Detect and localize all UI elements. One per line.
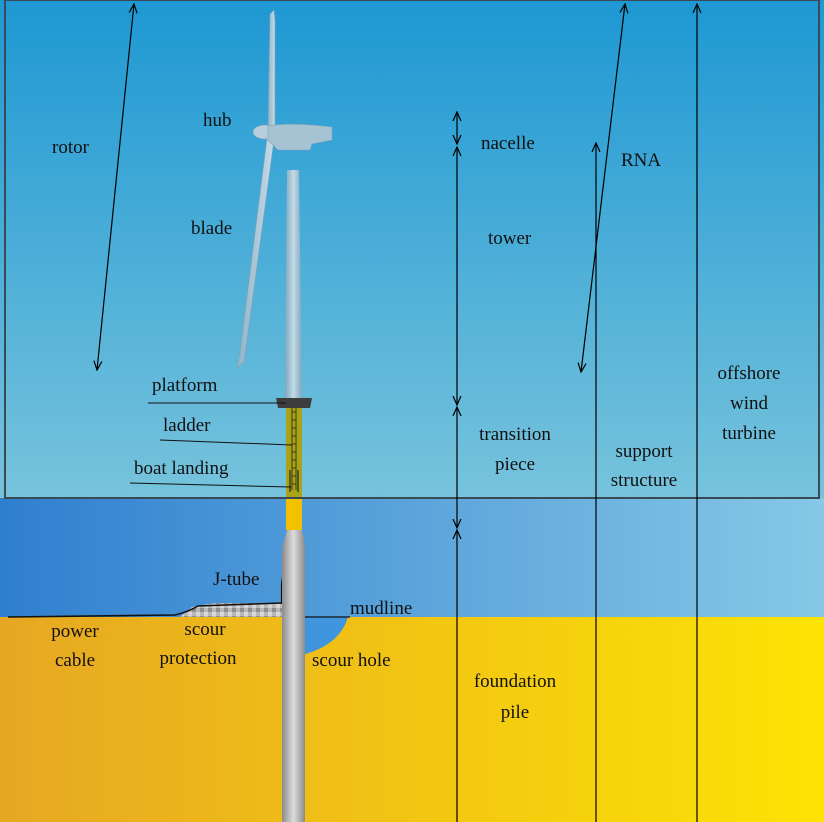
rotor-label: rotor: [52, 137, 90, 158]
rna-label: RNA: [621, 150, 661, 171]
ladder-label: ladder: [163, 415, 211, 436]
scour-hole-label: scour hole: [312, 650, 391, 671]
mudline-line: [7, 602, 283, 618]
offshore-wind-turbine-label-1: offshore: [718, 363, 781, 384]
rna-arrow: [581, 4, 625, 372]
sky-region: [0, 0, 824, 498]
foundation-pile: [282, 530, 305, 822]
support-structure-label-2: structure: [611, 470, 677, 491]
foundation-pile-label-2: pile: [501, 702, 530, 723]
sea-region: [0, 498, 824, 618]
boat-landing-label: boat landing: [134, 458, 229, 479]
tower: [285, 170, 302, 398]
yellow-band: [286, 498, 302, 530]
transition-piece-label-1: transition: [479, 424, 551, 445]
hub-label: hub: [203, 110, 232, 131]
boat-landing-leader: [129, 482, 292, 488]
offshore-wind-turbine-label-2: wind: [730, 393, 769, 414]
scour-hole: [302, 617, 348, 655]
nacelle-label: nacelle: [481, 133, 535, 154]
j-tube-label: J-tube: [213, 569, 259, 590]
transition-piece-label-2: piece: [495, 454, 535, 475]
scour-protection-label-2: protection: [159, 648, 237, 669]
platform: [276, 398, 312, 408]
mudline-label: mudline: [350, 598, 412, 619]
power-cable-label-2: cable: [55, 650, 95, 671]
rotor-arrow: [97, 4, 134, 370]
tower-label: tower: [488, 228, 532, 249]
scour-protection-label-1: scour: [184, 619, 226, 640]
above-water-frame: [4, 0, 820, 499]
ladder-leader: [159, 439, 293, 446]
support-structure-label-1: support: [616, 441, 674, 462]
ladder-rungs: [292, 411, 296, 485]
offshore-wind-turbine-label-3: turbine: [722, 423, 776, 444]
foundation-pile-label-1: foundation: [474, 671, 557, 692]
power-cable-label-1: power: [51, 621, 99, 642]
platform-label: platform: [152, 375, 218, 396]
seabed-region: [0, 617, 824, 822]
boat-landing: [289, 470, 299, 492]
blade-label: blade: [191, 218, 232, 239]
nacelle: [267, 123, 333, 151]
